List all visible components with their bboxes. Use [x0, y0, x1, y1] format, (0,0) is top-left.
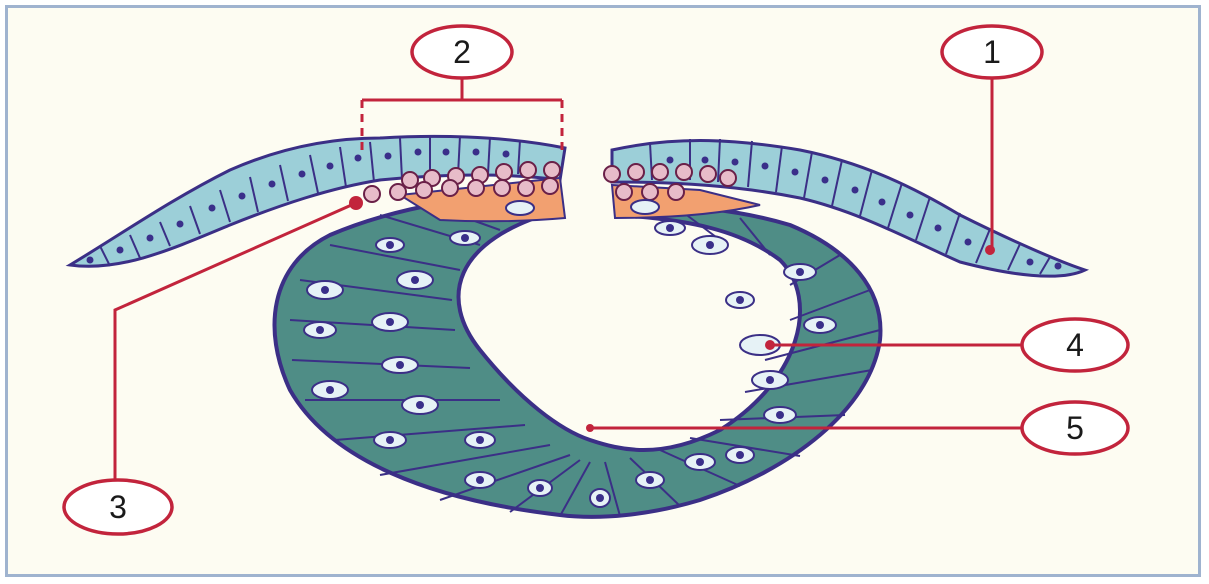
leader-lines [115, 78, 1022, 480]
callout-5: 5 [1022, 402, 1128, 454]
label-1: 1 [983, 34, 1001, 70]
callout-1: 1 [942, 26, 1042, 78]
label-2: 2 [453, 34, 471, 70]
callout-3: 3 [64, 480, 172, 534]
callout-4: 4 [1022, 319, 1128, 371]
label-4: 4 [1066, 327, 1084, 363]
neural-plate [275, 190, 881, 517]
label-5: 5 [1066, 410, 1084, 446]
lumen-marker [586, 424, 594, 432]
label-3: 3 [109, 489, 127, 525]
callout-2: 2 [412, 26, 512, 78]
